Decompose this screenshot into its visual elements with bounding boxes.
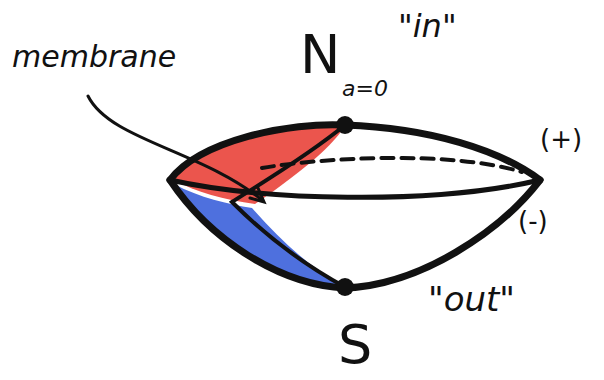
red-region: [174, 126, 345, 204]
back-rim-dashed: [262, 158, 522, 172]
out-label: "out": [428, 282, 515, 316]
leader-arrowhead: [250, 188, 264, 202]
parameter-label: a=0: [342, 78, 388, 100]
north-pole-dot: [336, 116, 354, 134]
pole-label: N: [300, 28, 340, 82]
sign-label: (+): [540, 126, 582, 152]
pole-label: S: [338, 318, 372, 372]
sign-label: (-): [518, 208, 548, 234]
bottom-rim: [170, 180, 540, 288]
top-rim: [170, 125, 540, 180]
front-rim: [170, 180, 540, 197]
south-pole-dot: [336, 278, 354, 296]
membrane-label: membrane: [12, 42, 176, 72]
membrane-curve: [232, 125, 345, 287]
leader-line: [88, 96, 262, 200]
in-label: "in": [398, 10, 457, 42]
